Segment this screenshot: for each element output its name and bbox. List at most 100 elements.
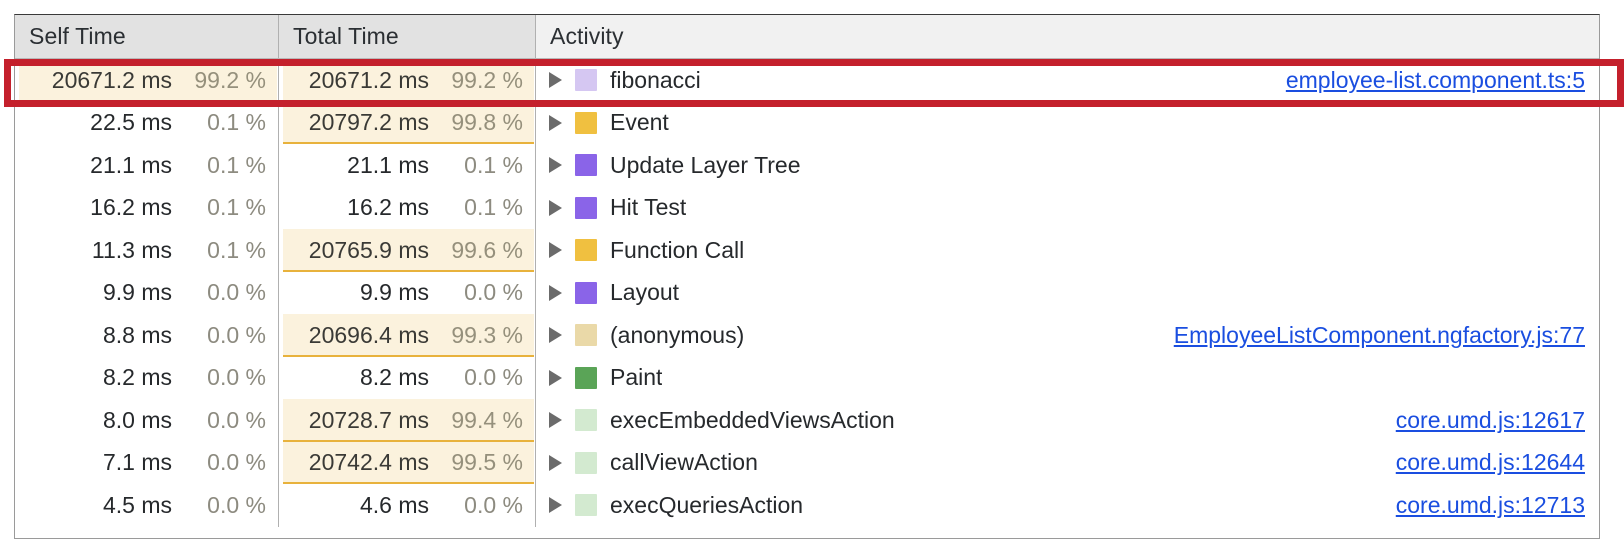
expand-triangle-icon[interactable] [549, 369, 562, 386]
activity-label: Event [610, 109, 669, 136]
cell-activity: Hit Test [536, 187, 1599, 230]
total-time-value: 16.2 ms [347, 194, 429, 221]
expand-triangle-icon[interactable] [549, 454, 562, 471]
self-time-percent: 0.0 % [207, 491, 266, 518]
scripting-light-swatch-icon [575, 69, 597, 92]
column-header-self-time[interactable]: Self Time [15, 15, 279, 58]
painting-pale-swatch-icon [575, 451, 597, 474]
expand-triangle-icon[interactable] [549, 412, 562, 429]
self-time-value: 9.9 ms [102, 279, 172, 306]
painting-swatch-icon [575, 366, 597, 389]
self-time-value: 8.2 ms [102, 364, 172, 391]
self-time-percent: 0.1 % [207, 194, 266, 221]
scripting-pale-swatch-icon [575, 324, 597, 347]
total-time-percent: 99.8 % [451, 109, 523, 136]
total-time-percent: 0.0 % [464, 279, 523, 306]
total-time-value: 4.6 ms [359, 491, 429, 518]
total-time-value: 20765.9 ms [308, 236, 429, 263]
self-time-percent: 0.0 % [207, 279, 266, 306]
total-time-percent: 99.2 % [451, 66, 523, 93]
cell-total-time: 21.1 ms 0.1 % [279, 144, 536, 187]
source-location-link[interactable]: EmployeeListComponent.ngfactory.js:77 [1173, 321, 1585, 348]
source-location-link[interactable]: employee-list.component.ts:5 [1285, 66, 1585, 93]
expand-triangle-icon[interactable] [549, 497, 562, 514]
expand-triangle-icon[interactable] [549, 284, 562, 301]
cell-activity: (anonymous) EmployeeListComponent.ngfacto… [536, 314, 1599, 357]
self-time-value: 11.3 ms [91, 236, 172, 263]
total-time-value: 20797.2 ms [308, 109, 429, 136]
activity-label: (anonymous) [610, 321, 745, 348]
expand-triangle-icon[interactable] [549, 242, 562, 259]
activity-label: execEmbeddedViewsAction [610, 406, 895, 433]
expand-triangle-icon[interactable] [549, 157, 562, 174]
expand-triangle-icon[interactable] [549, 72, 562, 89]
activity-label: Layout [610, 279, 680, 306]
self-time-percent: 0.0 % [207, 406, 266, 433]
cell-activity: Function Call [536, 229, 1599, 272]
total-time-percent: 0.0 % [464, 364, 523, 391]
cell-self-time: 9.9 ms 0.0 % [15, 271, 279, 314]
activity-label: fibonacci [610, 66, 701, 93]
total-time-value: 20742.4 ms [308, 449, 429, 476]
cell-self-time: 11.3 ms 0.1 % [15, 229, 279, 272]
self-time-percent: 0.0 % [207, 321, 266, 348]
total-time-value: 20696.4 ms [308, 321, 429, 348]
painting-pale-swatch-icon [575, 409, 597, 432]
self-time-value: 22.5 ms [90, 109, 172, 136]
expand-triangle-icon[interactable] [549, 114, 562, 131]
self-time-percent: 0.1 % [207, 109, 266, 136]
self-time-value: 4.5 ms [102, 491, 172, 518]
self-time-percent: 99.2 % [194, 66, 266, 93]
total-time-percent: 99.4 % [451, 406, 523, 433]
cell-total-time: 4.6 ms 0.0 % [279, 484, 536, 527]
scripting-swatch-icon [575, 239, 597, 262]
total-time-value: 21.1 ms [347, 151, 429, 178]
table-header-row: Self Time Total Time Activity [15, 15, 1599, 59]
column-header-activity[interactable]: Activity [536, 15, 1599, 58]
rendering-swatch-icon [575, 154, 597, 177]
column-header-total-time[interactable]: Total Time [279, 15, 536, 58]
rendering-swatch-icon [575, 281, 597, 304]
cell-activity: fibonacci employee-list.component.ts:5 [536, 59, 1599, 102]
total-time-percent: 0.1 % [464, 194, 523, 221]
cell-self-time: 22.5 ms 0.1 % [15, 101, 279, 144]
cell-activity: Layout [536, 272, 1599, 315]
activity-label: Hit Test [610, 194, 687, 221]
total-time-percent: 0.0 % [464, 491, 523, 518]
expand-triangle-icon[interactable] [549, 327, 562, 344]
scripting-swatch-icon [575, 111, 597, 134]
self-time-percent: 0.0 % [207, 449, 266, 476]
source-location-link[interactable]: core.umd.js:12617 [1395, 406, 1585, 433]
expand-triangle-icon[interactable] [549, 199, 562, 216]
self-time-percent: 0.1 % [207, 151, 266, 178]
source-location-link[interactable]: core.umd.js:12713 [1395, 491, 1585, 518]
rendering-swatch-icon [575, 196, 597, 219]
cell-self-time: 4.5 ms 0.0 % [15, 484, 279, 527]
cell-activity: Event [536, 102, 1599, 145]
self-time-percent: 0.1 % [207, 236, 266, 263]
total-time-percent: 0.1 % [464, 151, 523, 178]
activity-label: Function Call [610, 236, 745, 263]
table-row[interactable]: 22.5 ms 0.1 % 20797.2 ms 99.8 % Event [15, 101, 1599, 145]
source-location-link[interactable]: core.umd.js:12644 [1395, 449, 1585, 476]
